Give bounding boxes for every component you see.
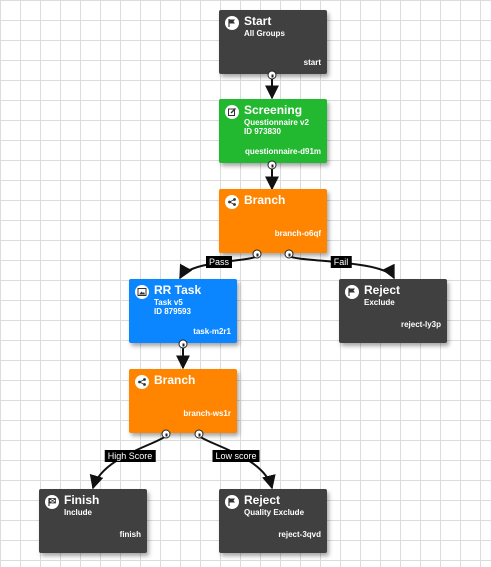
output-port[interactable] [267, 160, 277, 170]
output-port-high[interactable] [161, 429, 171, 439]
node-subtitle-id: ID 973830 [244, 127, 281, 136]
edge-label-low-score: Low score [212, 450, 260, 462]
node-title: RR Task [154, 283, 202, 297]
node-subtitle: Questionnaire v2 [244, 118, 309, 127]
edge-label-pass: Pass [205, 256, 233, 268]
output-port[interactable] [178, 339, 188, 349]
share-icon [225, 195, 239, 209]
node-title: Start [244, 14, 272, 28]
node-title: Reject [364, 283, 401, 297]
node-slug: finish [119, 530, 141, 539]
node-subtitle: All Groups [244, 29, 285, 38]
node-title: Branch [154, 373, 196, 387]
node-branch-2[interactable]: Branch branch-ws1r [129, 369, 237, 433]
node-subtitle: Quality Exclude [244, 508, 305, 517]
node-start[interactable]: Start All Groups start [219, 10, 327, 74]
node-slug: questionnaire-d91m [244, 147, 321, 156]
node-subtitle-id: ID 879593 [154, 307, 191, 316]
node-subtitle: Task v5 [154, 298, 183, 307]
output-port[interactable] [267, 70, 277, 80]
output-port-fail[interactable] [284, 249, 294, 259]
node-title: Screening [244, 103, 303, 117]
node-reject[interactable]: Reject Exclude reject-ly3p [339, 279, 447, 343]
node-finish[interactable]: Finish Include finish [39, 489, 147, 553]
share-icon [135, 375, 149, 389]
output-port-low[interactable] [194, 429, 204, 439]
node-reject-2[interactable]: Reject Quality Exclude reject-3qvd [219, 489, 327, 553]
node-title: Branch [244, 193, 286, 207]
node-slug: reject-3qvd [278, 530, 321, 539]
node-slug: branch-o6qf [274, 229, 321, 238]
node-subtitle: Exclude [364, 298, 395, 307]
flag-icon [225, 16, 239, 30]
node-title: Reject [244, 493, 281, 507]
node-slug: task-m2r1 [193, 327, 231, 336]
node-slug: reject-ly3p [400, 320, 441, 329]
edit-icon [225, 105, 239, 119]
node-slug: branch-ws1r [183, 409, 231, 418]
node-rr-task[interactable]: RR Task Task v5 ID 879593 task-m2r1 [129, 279, 237, 343]
node-slug: start [303, 58, 321, 67]
checkered-flag-icon [45, 495, 59, 509]
edge-branch2-reject2[interactable] [198, 435, 276, 490]
node-screening[interactable]: Screening Questionnaire v2 ID 973830 que… [219, 99, 327, 163]
flag-icon [225, 495, 239, 509]
flag-icon [345, 285, 359, 299]
node-branch[interactable]: Branch branch-o6qf [219, 189, 327, 253]
edge-label-fail: Fail [330, 256, 352, 268]
output-port-pass[interactable] [252, 249, 262, 259]
node-title: Finish [64, 493, 100, 507]
node-subtitle: Include [64, 508, 93, 517]
image-icon [135, 285, 149, 299]
edge-label-high-score: High Score [104, 450, 156, 462]
edge-branch2-finish[interactable] [89, 435, 167, 490]
